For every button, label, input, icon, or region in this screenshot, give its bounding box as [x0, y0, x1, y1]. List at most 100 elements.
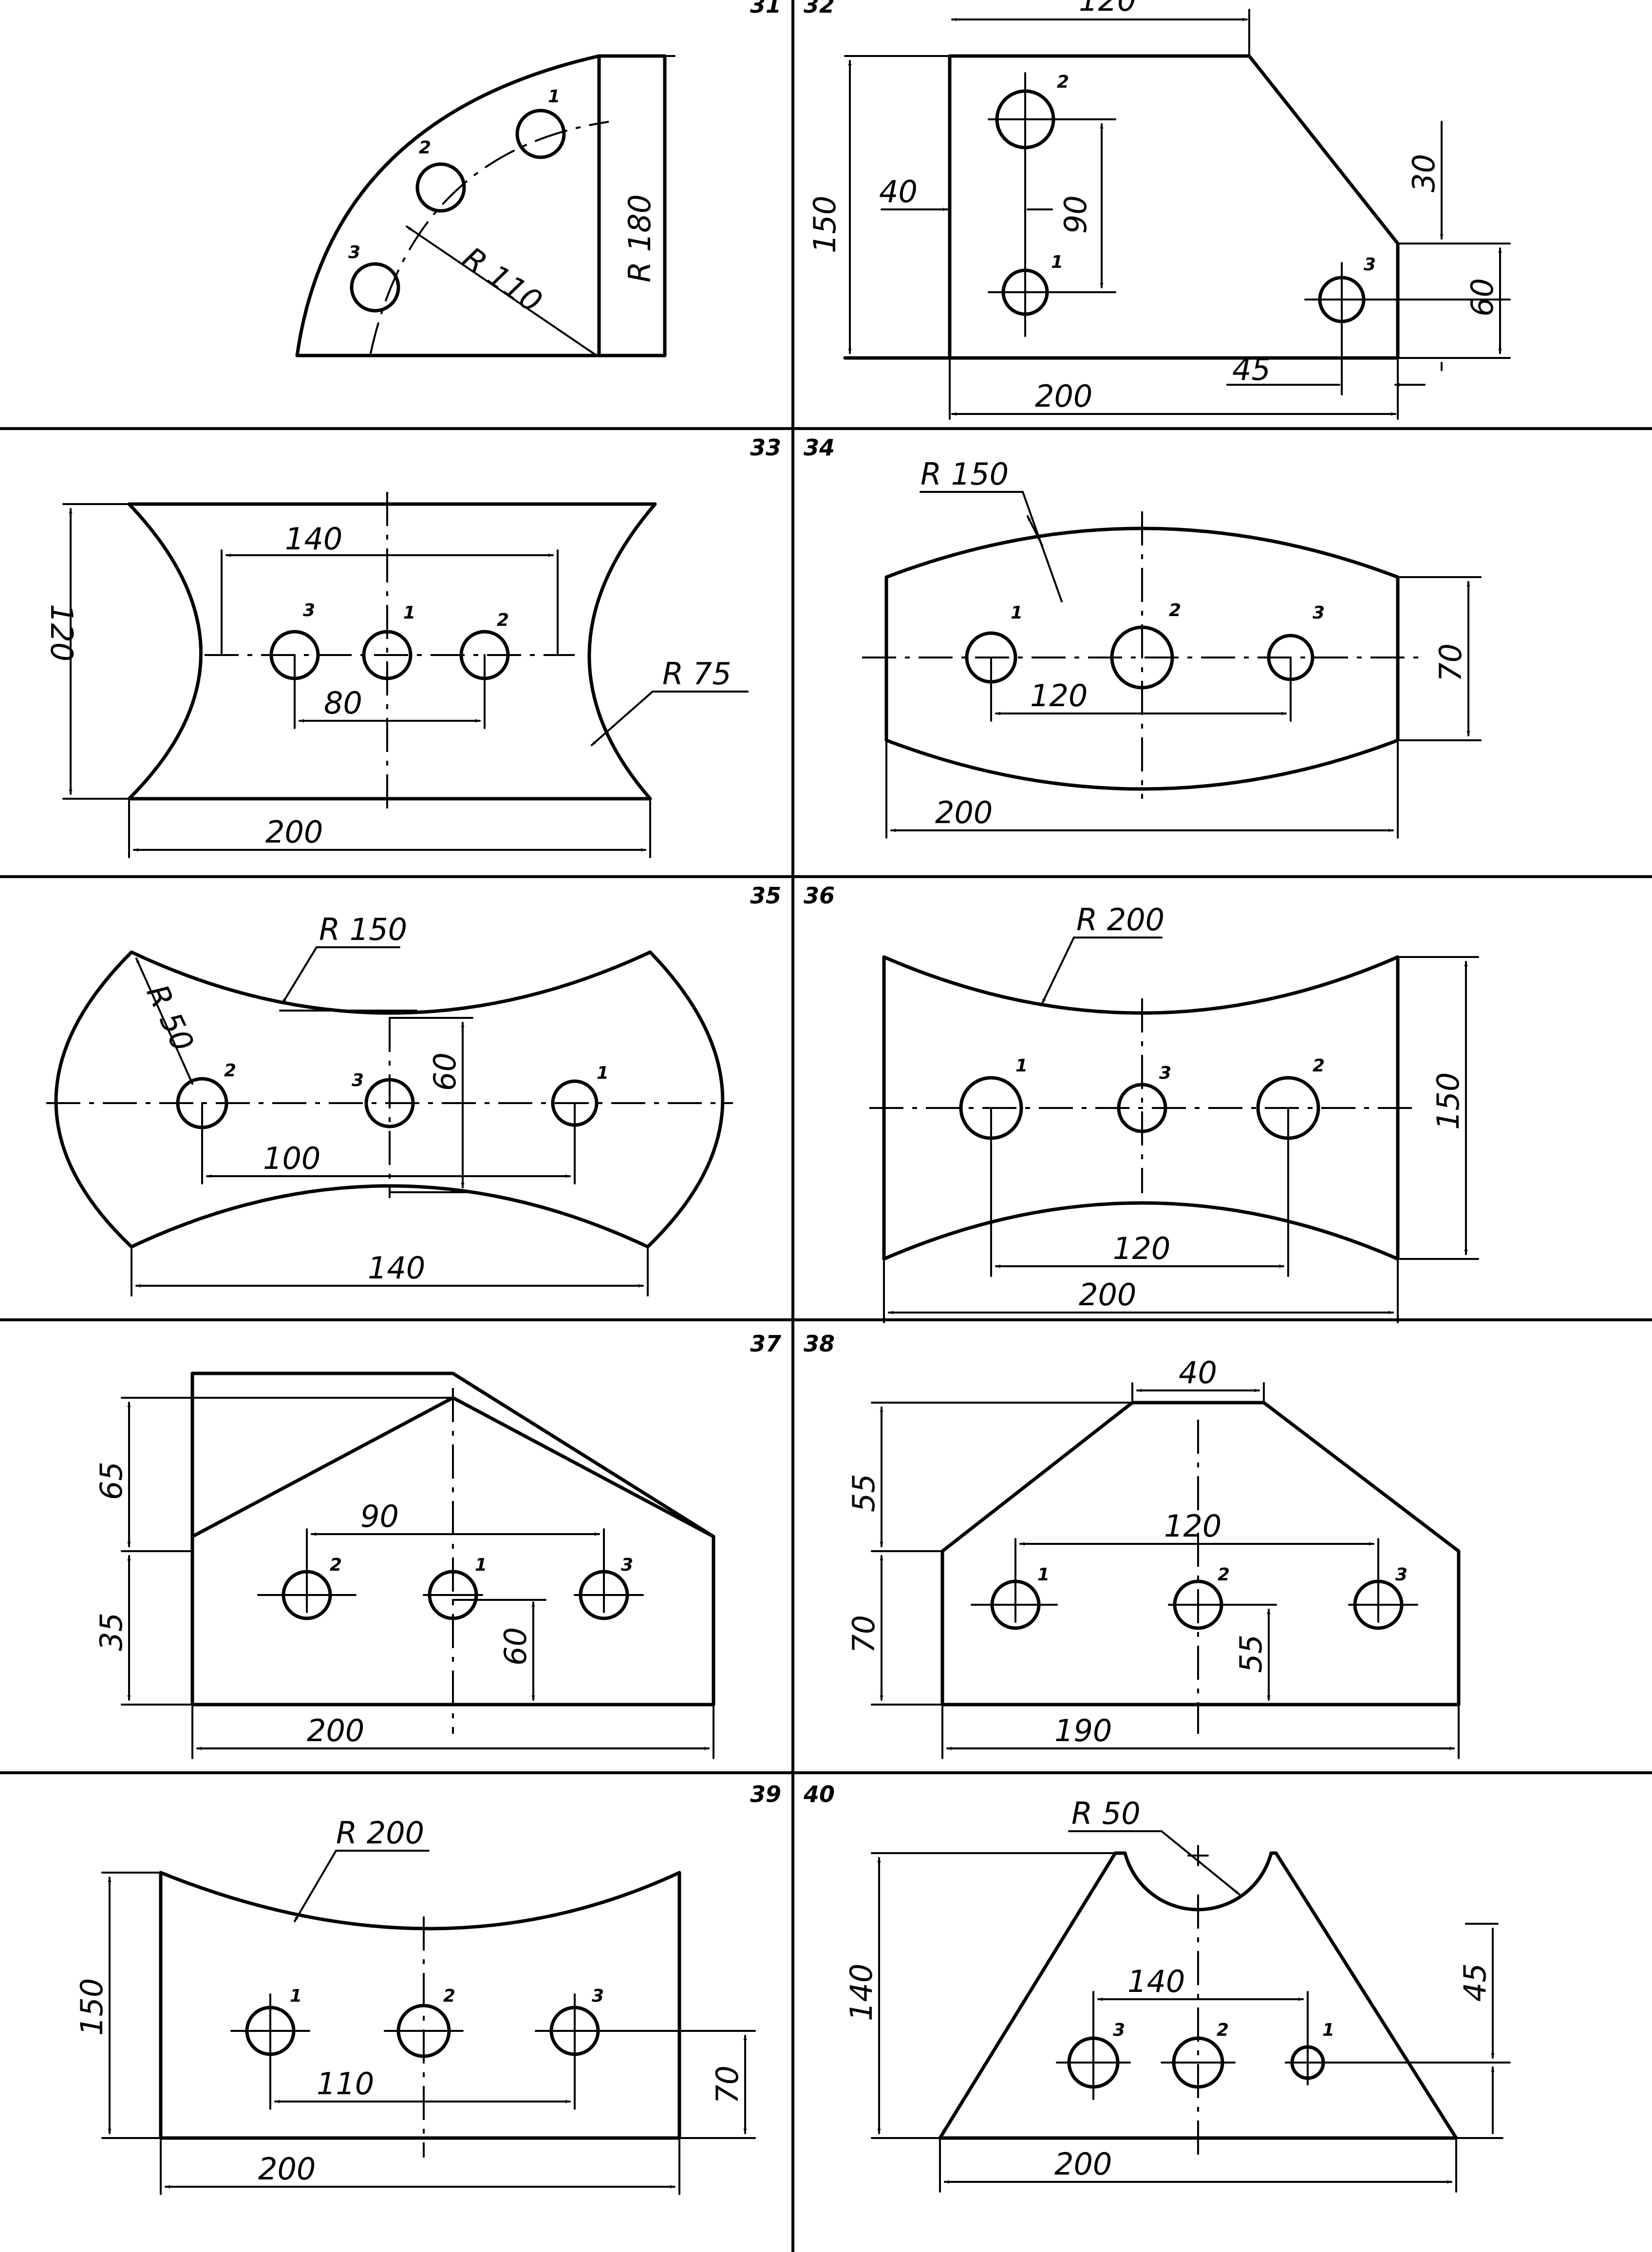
hole-label: 3 [1395, 1565, 1408, 1585]
dimension-label: 150 [807, 196, 843, 253]
dimension-label: 90 [360, 1499, 399, 1534]
dimension-label: 65 [94, 1462, 129, 1500]
hole-label: 2 [1057, 72, 1069, 92]
hole-label: 2 [224, 1061, 236, 1081]
dimension-label: 60 [498, 1627, 533, 1666]
hole-label: 3 [1113, 2020, 1125, 2040]
panel-number-40: 40 [803, 1781, 835, 1807]
hole-label: 3 [1313, 603, 1325, 623]
hole-label: 1 [548, 87, 560, 107]
part-outline-38 [940, 1401, 1461, 1707]
panel-number-31: 31 [750, 0, 781, 18]
dimension-label: 40 [1179, 1355, 1217, 1390]
hole-label: 3 [621, 1555, 633, 1575]
hole-1 [362, 630, 413, 680]
dimension-label: 190 [1054, 1713, 1112, 1748]
hole-label: 2 [497, 610, 509, 630]
dimension-label: R 50 [139, 979, 201, 1056]
panel-38: 38 55 70 40 1 2 3 120 55 190 [804, 1331, 1461, 1759]
panel-number-32: 32 [804, 0, 835, 18]
dimension-label: 80 [324, 685, 362, 721]
dimension-label: R 200 [336, 1815, 424, 1851]
dimension-label: 70 [1433, 643, 1468, 682]
hole-2 [1110, 625, 1174, 690]
dimension-label: 55 [1233, 1634, 1269, 1673]
part-outline-34 [884, 526, 1400, 791]
dimension-label: 200 [307, 1713, 364, 1748]
panel-33: 33 120 1 2 3 140 80 R 75 200 [44, 434, 781, 858]
hole-1 [515, 109, 566, 159]
hole-label: 1 [1011, 603, 1023, 623]
panel-32: 32 120 150 2 1 3 90 40 30 60 4 [804, 0, 1511, 420]
part-outline-36 [882, 955, 1400, 1261]
dimension-label: R 200 [1076, 902, 1164, 938]
dimension-label: 60 [1464, 278, 1500, 317]
panel-number-36: 36 [804, 882, 835, 909]
hole-label: 1 [1015, 1056, 1028, 1076]
dimension-label: 140 [844, 1964, 879, 2021]
hole-3 [350, 262, 400, 313]
dimension-label: 45 [1232, 352, 1271, 387]
hole-2 [415, 162, 466, 213]
hole-label: 3 [303, 601, 315, 620]
hole-label: 2 [1218, 1565, 1230, 1585]
hole-label: 2 [1217, 2020, 1229, 2040]
hole-label: 1 [403, 603, 415, 623]
hole-label: 2 [419, 138, 431, 158]
part-outline-37 [190, 1371, 715, 1707]
panel-37: 37 65 35 2 1 3 90 60 200 [94, 1331, 781, 1759]
dimension-label: R 150 [319, 912, 407, 947]
hole-label: 1 [1051, 252, 1063, 272]
part-outline-31 [295, 54, 667, 357]
panel-36: 36 1 3 2 R 200 150 120 200 [804, 882, 1479, 1323]
hole-label: 2 [330, 1555, 342, 1575]
dimension-label: 120 [44, 604, 79, 661]
dimension-label: 35 [94, 1613, 129, 1651]
panel-34: 34 1 2 3 R 150 70 120 200 [804, 434, 1482, 839]
hole-label: 2 [443, 1986, 455, 2006]
panel-number-38: 38 [804, 1331, 835, 1357]
dimension-label: 140 [368, 1250, 425, 1286]
panel-40: 40 140 R 50 3 2 1 140 45 200 [803, 1781, 1511, 2193]
hole-label: 3 [592, 1986, 604, 2006]
hole-label: 2 [1313, 1056, 1325, 1076]
panel-39: 39 150 R 200 1 2 3 110 70 200 [74, 1781, 781, 2195]
dimension-label: 120 [1079, 0, 1136, 18]
hole-label: 1 [1322, 2020, 1334, 2040]
hole-label: 1 [290, 1986, 302, 2006]
dimension-label: R 50 [1071, 1796, 1141, 1831]
part-outline-40 [938, 1851, 1458, 2140]
panel-35: 35 2 3 1 R 150 R 50 60 100 140 [46, 882, 781, 1296]
panel-number-33: 33 [750, 434, 781, 461]
panel-number-37: 37 [750, 1331, 781, 1357]
dimension-label: 200 [935, 795, 993, 830]
hole-label: 3 [348, 243, 360, 263]
dimension-label: R 150 [920, 456, 1009, 492]
panel-number-34: 34 [804, 434, 835, 461]
part-outline-39 [159, 1871, 681, 2140]
dimension-label: 40 [879, 174, 918, 209]
dimension-label: 70 [846, 1615, 882, 1653]
dimension-label: 120 [1164, 1508, 1221, 1544]
hole-label: 1 [475, 1555, 487, 1575]
dimension-label: 100 [263, 1141, 320, 1176]
dimension-label: 60 [427, 1052, 463, 1091]
part-outline-35 [54, 950, 725, 1249]
panel-number-39: 39 [750, 1781, 781, 1807]
dimension-label: 140 [1127, 1964, 1185, 1999]
dimension-label: 140 [285, 521, 342, 557]
dim-r110: R 110 [456, 240, 548, 319]
panel-number-35: 35 [750, 882, 781, 909]
dimension-label: 70 [710, 2065, 745, 2104]
hole-label: 2 [1169, 601, 1181, 620]
dimension-label: 200 [258, 2151, 316, 2187]
dimension-label: 30 [1406, 154, 1442, 192]
dimension-label: 55 [846, 1474, 882, 1512]
dimension-label: 200 [1035, 378, 1092, 414]
dimension-label: 120 [1030, 678, 1088, 713]
part-outline-33 [127, 502, 657, 801]
hole-label: 1 [597, 1063, 609, 1083]
dimension-label: 150 [1430, 1072, 1466, 1130]
dimension-label: 45 [1457, 1963, 1493, 2002]
